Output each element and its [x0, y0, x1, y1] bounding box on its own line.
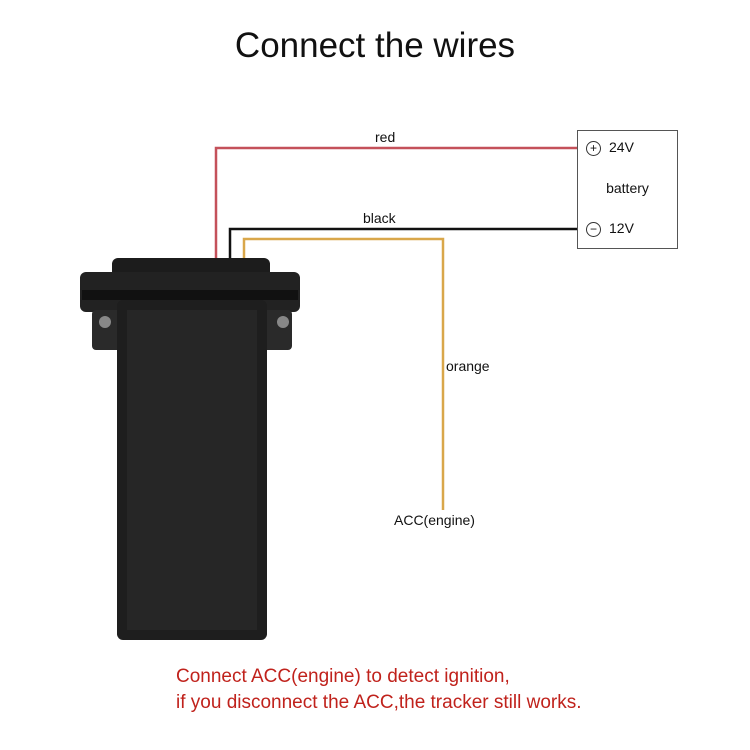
- acc-label: ACC(engine): [394, 512, 475, 528]
- gps-tracker-device: [80, 258, 300, 640]
- minus-icon: −: [586, 221, 601, 237]
- note-line-2: if you disconnect the ACC,the tracker st…: [176, 692, 582, 713]
- instruction-note: Connect ACC(engine) to detect ignition, …: [176, 664, 582, 716]
- negative-terminal: −12V: [586, 220, 634, 237]
- page-title: Connect the wires: [234, 26, 516, 65]
- black-wire-label: black: [363, 210, 396, 226]
- red-wire-label: red: [375, 129, 396, 145]
- black-wire: [228, 227, 588, 262]
- negative-voltage: 12V: [609, 220, 634, 236]
- plus-icon: +: [586, 140, 601, 156]
- battery-label: battery: [606, 180, 649, 196]
- orange-wire-label: orange: [446, 358, 490, 374]
- positive-terminal: +24V: [586, 139, 634, 156]
- positive-voltage: 24V: [609, 139, 634, 155]
- orange-wire: [242, 237, 445, 510]
- battery-box: +24V battery −12V: [577, 130, 678, 249]
- red-wire: [214, 146, 578, 262]
- note-line-1: Connect ACC(engine) to detect ignition,: [176, 666, 510, 687]
